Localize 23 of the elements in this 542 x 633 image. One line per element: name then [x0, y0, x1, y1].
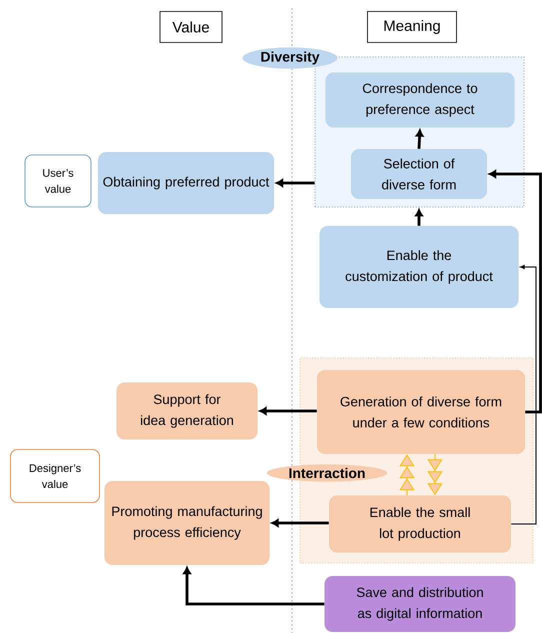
process-box: Enable the customization of product	[320, 226, 518, 308]
process-box: Enable the small lot production	[329, 496, 511, 552]
column-header-box: Value	[160, 11, 222, 43]
column-header-box: Meaning	[367, 11, 457, 43]
arrow	[271, 519, 329, 527]
arrow	[183, 566, 324, 606]
arrow	[276, 179, 315, 187]
arrow	[416, 129, 424, 149]
process-box: Support for idea generation	[116, 382, 258, 440]
value-tag-box: Designer’s value	[10, 449, 100, 503]
arrow	[415, 209, 423, 226]
value-tag-box: User’s value	[24, 154, 92, 208]
process-box: Correspondence to preference aspect	[326, 72, 514, 128]
arrow	[510, 264, 536, 524]
group-heading: Diversity	[242, 47, 338, 69]
group-heading: Interraction	[266, 464, 388, 482]
arrow	[488, 170, 542, 414]
process-box: Save and distribution as digital information	[324, 576, 516, 632]
arrow	[259, 407, 317, 415]
process-box: Generation of diverse form under a few conditions	[317, 370, 525, 454]
process-box: Selection of diverse form	[351, 149, 487, 199]
process-box: Obtaining preferred product	[98, 152, 274, 214]
process-box: Promoting manufacturing process efficiency	[104, 481, 270, 565]
